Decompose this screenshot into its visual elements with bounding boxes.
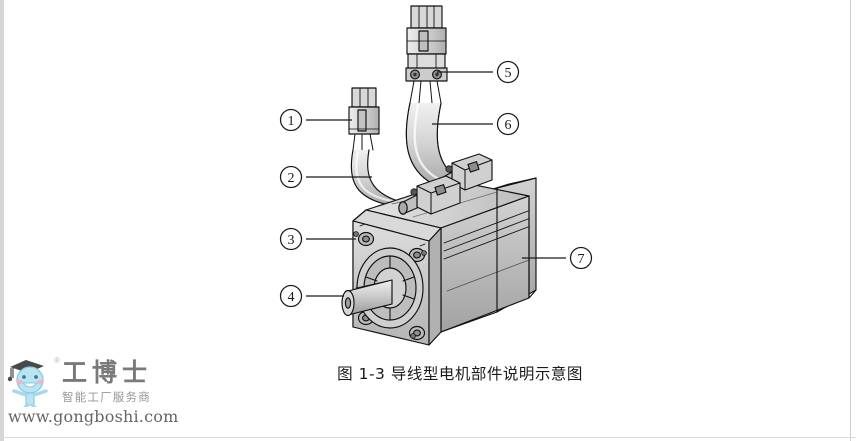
motor-body-graphic	[341, 153, 537, 346]
figure-caption: 图 1-3 导线型电机部件说明示意图	[337, 365, 583, 383]
top-connector-block-b-graphic	[398, 175, 461, 215]
callout-4[interactable]: 4	[279, 284, 345, 308]
page-bottom-edge	[0, 437, 856, 438]
callout-6[interactable]: 6	[432, 112, 520, 136]
output-shaft-graphic	[341, 279, 393, 317]
callout-circle-7[interactable]	[569, 246, 593, 270]
callout-circle-3[interactable]	[279, 227, 303, 251]
encoder-connector-graphic	[348, 87, 380, 151]
callout-circle-5[interactable]	[496, 60, 520, 84]
callout-circle-1[interactable]	[279, 108, 303, 132]
callout-5[interactable]: 5	[437, 60, 520, 84]
callout-number-3: 3	[288, 233, 295, 248]
mounting-flange-graphic	[352, 209, 442, 346]
callout-layer: 1 2 3 4 5 6 7	[279, 60, 593, 308]
callout-number-5: 5	[505, 66, 512, 81]
callout-circle-6[interactable]	[496, 112, 520, 136]
callout-circle-2[interactable]	[279, 165, 303, 189]
callout-7[interactable]: 7	[522, 246, 593, 270]
callout-3[interactable]: 3	[279, 227, 357, 251]
callout-number-2: 2	[288, 171, 295, 186]
callout-2[interactable]: 2	[279, 165, 373, 189]
page-left-edge	[0, 0, 4, 441]
callout-number-1: 1	[288, 114, 295, 129]
page-right-edge	[850, 0, 851, 441]
callout-1[interactable]: 1	[279, 108, 353, 132]
callout-number-6: 6	[505, 118, 512, 133]
callout-circle-4[interactable]	[279, 284, 303, 308]
callout-number-4: 4	[288, 290, 295, 305]
callout-number-7: 7	[578, 252, 585, 267]
power-connector-graphic	[405, 5, 448, 104]
